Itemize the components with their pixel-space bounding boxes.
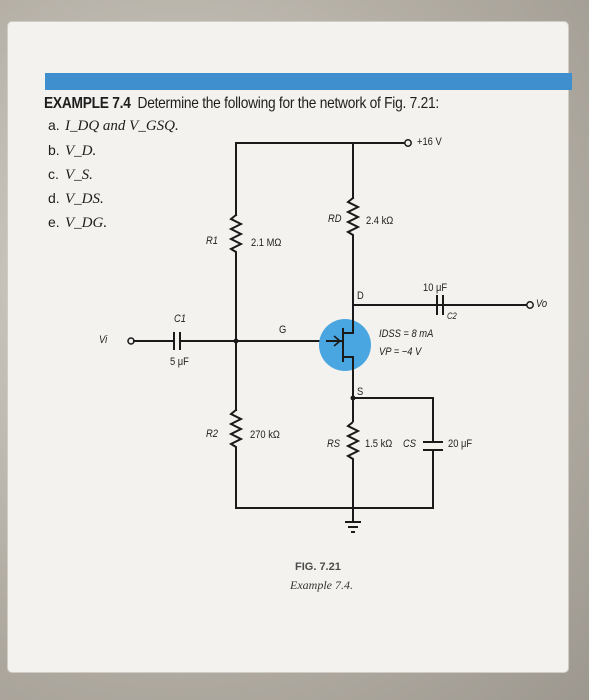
question-text: V_D. (65, 143, 97, 159)
question-a: a. I_DQ and V_GSQ. (48, 117, 179, 135)
figure-caption: Example 7.4. (290, 578, 353, 592)
r2-label: R2 (206, 428, 218, 440)
output-terminal (526, 301, 534, 309)
cs-capacitor-plates (423, 441, 443, 451)
question-b: b. V_D. (48, 142, 96, 160)
idss-label: IDSS = 8 mA (379, 328, 434, 340)
gate-node-dot (233, 338, 239, 344)
example-title: Determine the following for the network … (137, 95, 440, 112)
jfet-drain-lead (343, 305, 354, 334)
vp-label: VP = −4 V (379, 346, 422, 358)
gate-label: G (279, 324, 287, 336)
question-d: d. V_DS. (48, 190, 104, 208)
textbook-page (8, 22, 568, 672)
c2-label: C2 (447, 311, 457, 321)
question-letter: a. (48, 117, 60, 133)
example-accent-bar (45, 73, 572, 90)
cs-bottom-wire (353, 450, 434, 509)
question-text: V_DS. (65, 191, 104, 207)
rs-resistor-symbol (345, 421, 361, 508)
question-text: V_DG. (65, 215, 108, 231)
question-c: c. V_S. (48, 166, 93, 184)
cs-value: 20 μF (448, 438, 473, 450)
c2-value: 10 μF (423, 282, 448, 294)
question-letter: c. (48, 166, 59, 182)
vi-label: Vi (99, 334, 108, 346)
ground-symbol (345, 521, 361, 533)
question-letter: b. (48, 142, 60, 158)
supply-label: +16 V (417, 136, 442, 148)
c1-value: 5 μF (170, 356, 189, 368)
drain-label: D (357, 290, 364, 302)
source-label: S (357, 386, 364, 398)
question-text: V_S. (65, 167, 93, 183)
question-letter: d. (48, 190, 60, 206)
cs-label: CS (403, 438, 416, 450)
c2-capacitor-plates (436, 295, 444, 315)
rd-value: 2.4 kΩ (366, 215, 394, 227)
transistor-highlight (319, 319, 371, 371)
rd-resistor-symbol (345, 196, 361, 306)
example-heading: EXAMPLE 7.4 Determine the following for t… (44, 95, 439, 113)
supply-terminal (404, 139, 412, 147)
r1-label: R1 (206, 235, 218, 247)
rs-label: RS (327, 438, 340, 450)
r1-value: 2.1 MΩ (251, 237, 282, 249)
example-label: EXAMPLE 7.4 (44, 95, 131, 112)
jfet-source-lead (343, 356, 354, 378)
r2-value: 270 kΩ (250, 429, 280, 441)
source-node-wire (352, 378, 434, 442)
c1-capacitor-plates (173, 332, 181, 350)
source-node-dot (350, 395, 356, 401)
question-e: e. V_DG. (48, 214, 107, 232)
c1-label: C1 (174, 313, 186, 325)
question-letter: e. (48, 214, 60, 230)
figure-number: FIG. 7.21 (295, 561, 341, 573)
rs-value: 1.5 kΩ (365, 438, 393, 450)
question-text: I_DQ and V_GSQ. (65, 118, 179, 134)
r1-resistor-symbol (228, 213, 244, 271)
rd-label: RD (328, 213, 342, 225)
vo-label: Vo (536, 298, 548, 310)
jfet-gate-arrow (333, 335, 342, 347)
r2-resistor-symbol (228, 408, 244, 509)
